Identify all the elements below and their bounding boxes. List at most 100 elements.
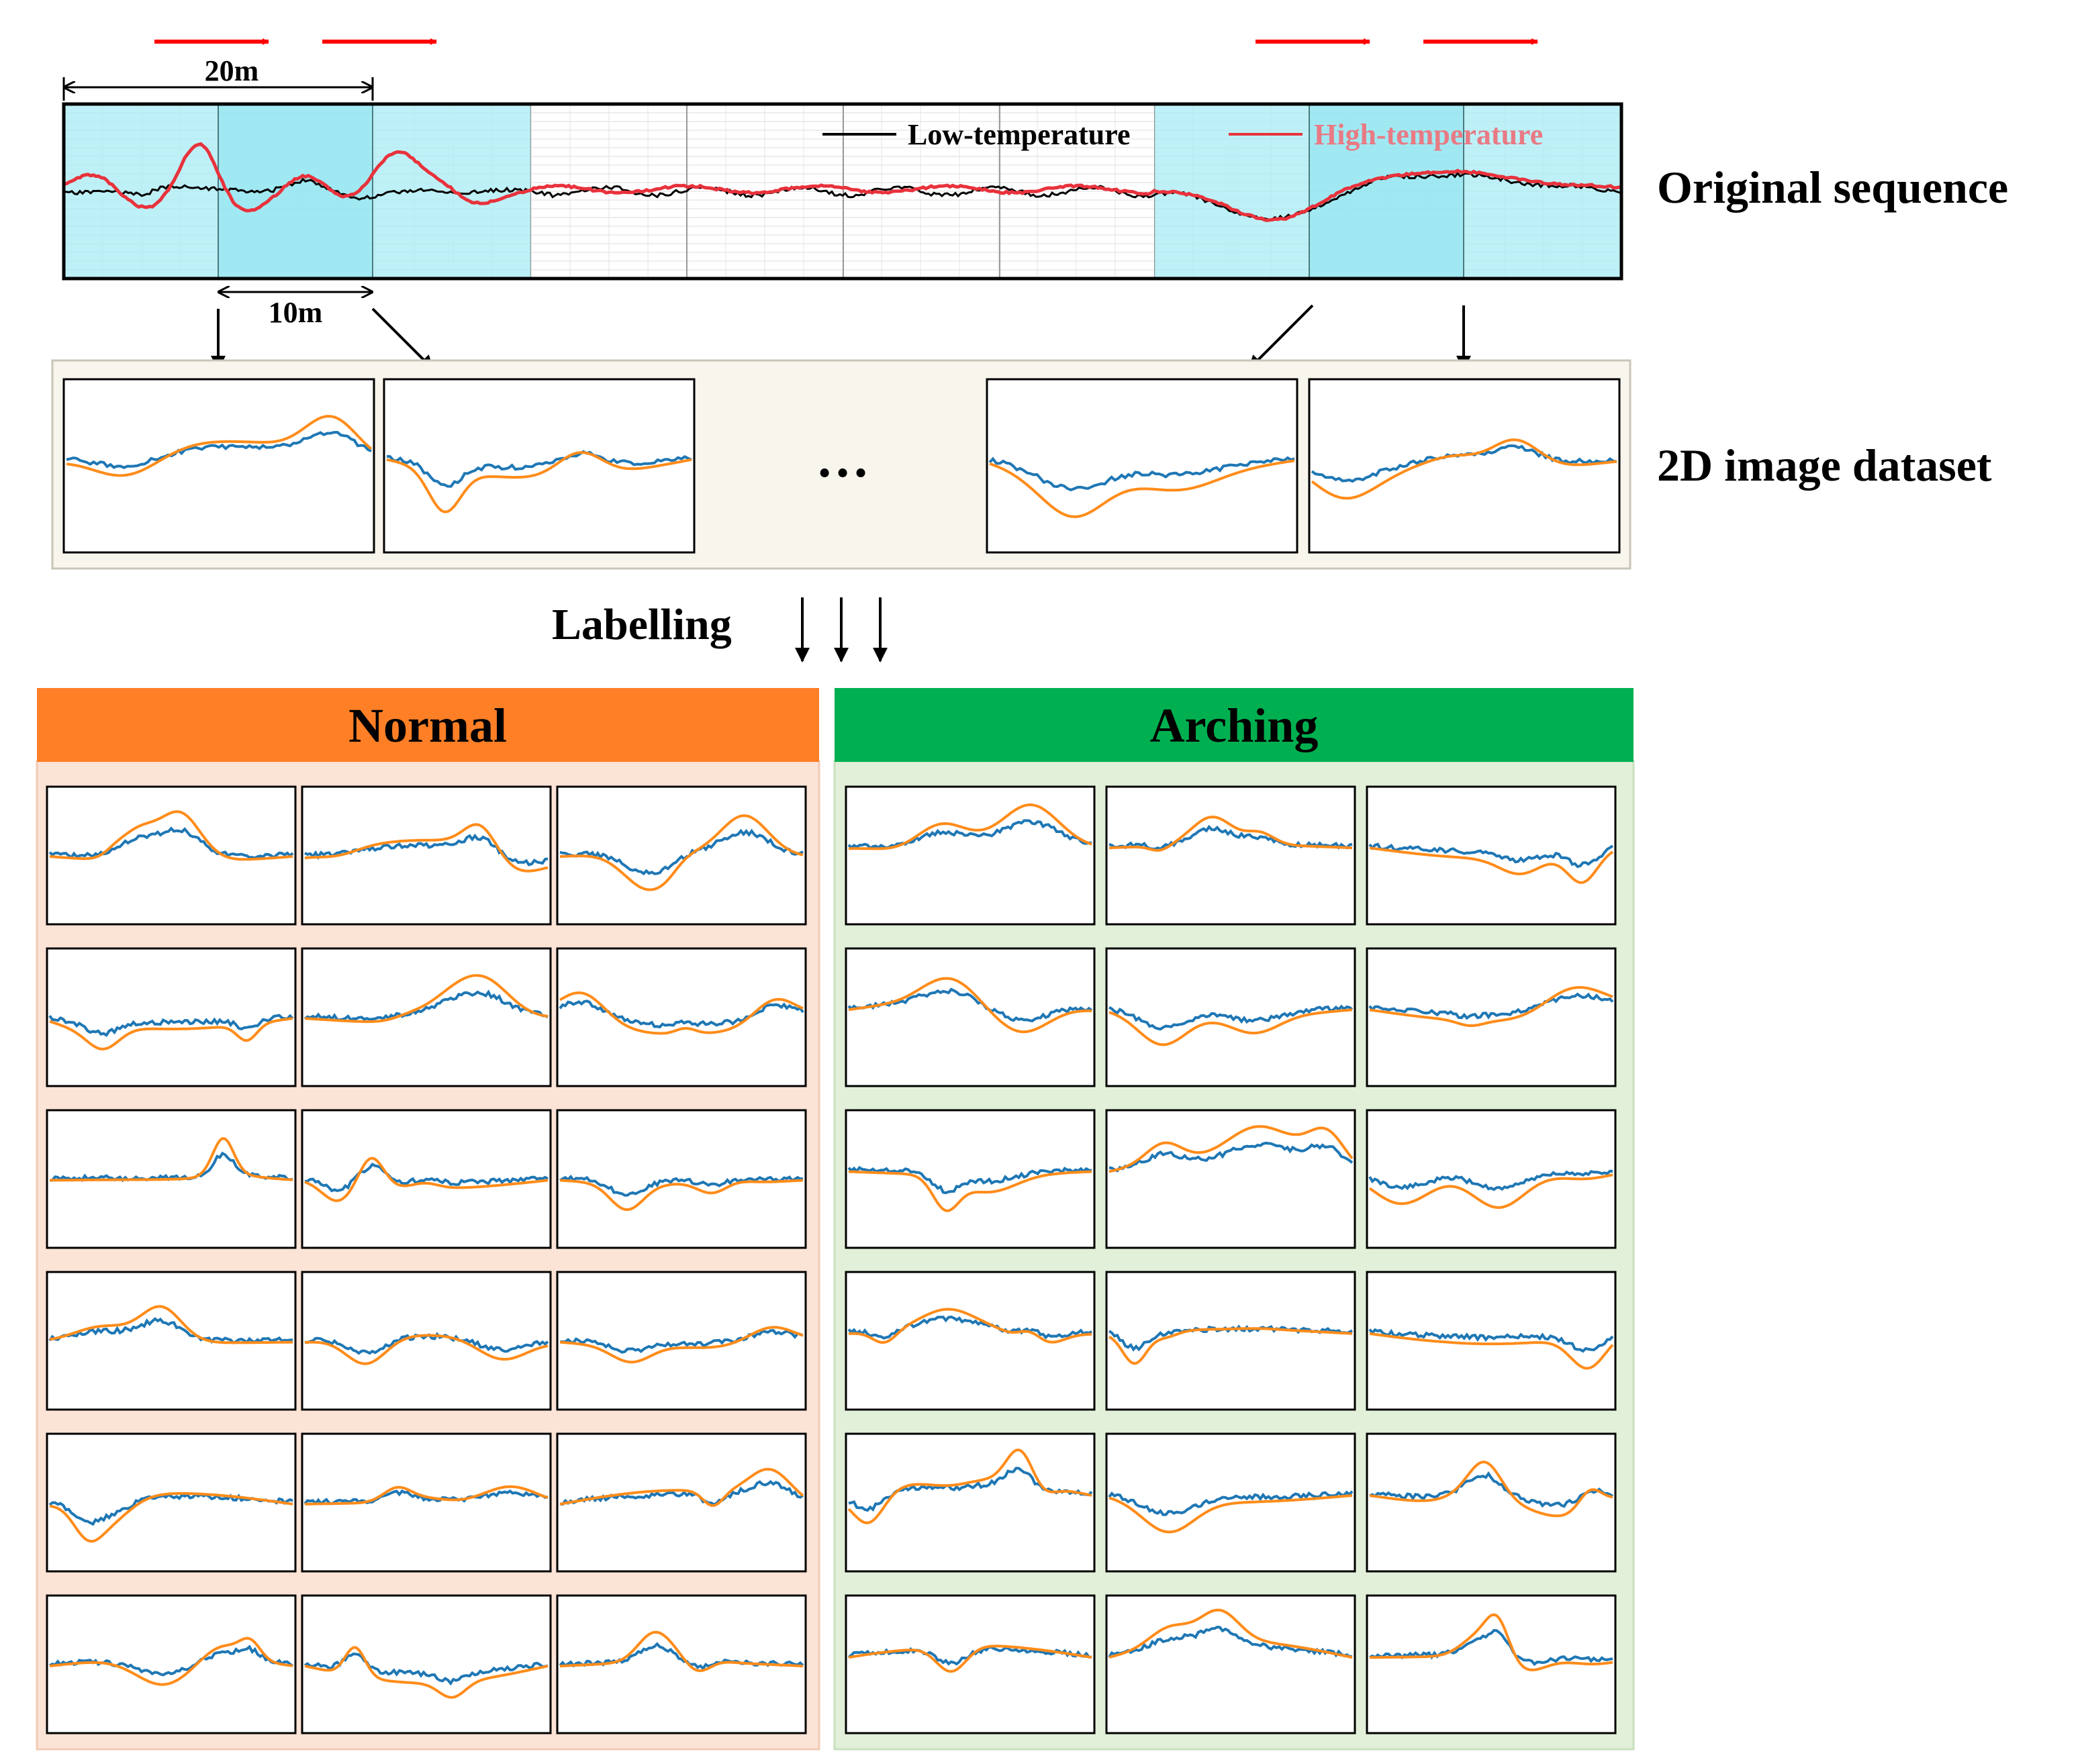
legend: Low-temperature High-temperature (822, 118, 1543, 151)
orange-series-line (559, 814, 804, 891)
blue-series-line (559, 1174, 804, 1197)
arching-sample-tile (845, 1271, 1096, 1411)
orange-series-line (304, 1157, 549, 1202)
blue-series-line (847, 987, 1093, 1023)
distance-10-label: 10m (269, 296, 323, 329)
normal-tiles (46, 785, 807, 1734)
window-overlap (1309, 104, 1464, 279)
normal-title: Normal (348, 699, 507, 752)
orange-series-line (849, 803, 1092, 850)
blue-series-line (66, 430, 372, 469)
orange-series-line (1369, 1460, 1613, 1518)
blue-series-line (847, 1315, 1092, 1340)
orange-series-line (49, 1136, 293, 1182)
dataset-image-tile (1308, 378, 1621, 554)
orange-series-line (304, 1646, 549, 1699)
blue-series-line (559, 1329, 804, 1354)
blue-series-line (48, 826, 294, 860)
arching-sample-tile (1366, 1594, 1617, 1734)
image-dataset-label: 2D image dataset (1657, 440, 1992, 491)
blue-series-line (988, 456, 1295, 492)
arching-sample-tile (1366, 1432, 1617, 1573)
blue-series-line (48, 1014, 294, 1038)
dataset-image-tile (986, 378, 1298, 554)
orange-series-line (49, 1636, 293, 1686)
arching-title: Arching (1150, 699, 1319, 752)
orange-series-line (989, 459, 1295, 518)
orange-series-line (1311, 438, 1617, 500)
blue-series-line (49, 1151, 293, 1183)
orange-series-line (848, 1308, 1092, 1344)
arching-background (833, 760, 1635, 1751)
normal-sample-tile (301, 1594, 552, 1734)
blue-series-line (303, 1652, 549, 1686)
blue-series-line (49, 1645, 294, 1677)
blue-series-line (1369, 1628, 1613, 1667)
blue-series-line (304, 1163, 549, 1193)
arching-group: Arching (833, 688, 1635, 1751)
normal-group: Normal (36, 688, 820, 1751)
normal-sample-tile (301, 1432, 552, 1573)
arching-sample-tile (1366, 947, 1617, 1087)
orange-series-line (1369, 846, 1614, 884)
normal-sample-tile (46, 1594, 297, 1734)
labelling-step: Labelling (552, 597, 888, 663)
blue-series-line (303, 989, 549, 1022)
blue-series-line (1108, 1004, 1354, 1031)
normal-sample-tile (46, 785, 297, 926)
orange-series-line (1108, 1008, 1353, 1046)
arching-sample-tile (1105, 1109, 1356, 1249)
orange-series-line (847, 1448, 1092, 1524)
arching-sample-tile (1105, 1594, 1356, 1734)
normal-sample-tile (46, 1109, 297, 1249)
dimension-20m: 20m (62, 54, 374, 101)
orange-series-line (1370, 1613, 1613, 1671)
blue-series-line (1108, 1141, 1354, 1173)
arching-sample-tile (845, 785, 1096, 926)
low-temperature-line (63, 171, 1622, 222)
arching-sample-tile (1105, 1271, 1356, 1411)
legend-high-label: High-temperature (1314, 118, 1543, 151)
mapping-arrow (371, 307, 434, 371)
orange-series-line (559, 1467, 804, 1508)
orange-series-line (559, 1179, 804, 1212)
blue-series-line (1368, 1328, 1614, 1353)
blue-series-line (848, 1467, 1093, 1512)
arching-header (835, 688, 1634, 762)
normal-header (37, 688, 819, 762)
orange-series-line (848, 1170, 1092, 1212)
blue-series-line (1369, 1471, 1614, 1508)
orange-series-line (1108, 1608, 1353, 1659)
blue-series-line (1368, 1169, 1613, 1191)
original-sequence-label: Original sequence (1657, 162, 2008, 213)
orange-series-line (304, 974, 549, 1024)
blue-series-line (559, 999, 804, 1029)
arching-sample-tile (845, 1432, 1096, 1573)
blue-series-line (1368, 842, 1614, 869)
normal-sample-tile (46, 1271, 297, 1411)
orange-series-line (1369, 1332, 1614, 1370)
orange-series-line (304, 1485, 549, 1506)
orange-series-line (1369, 985, 1613, 1027)
orange-series-line (559, 1326, 804, 1364)
mapping-arrow (1247, 304, 1314, 371)
orange-series-line (49, 1491, 293, 1543)
orange-series-line (1368, 1173, 1613, 1210)
normal-sample-tile (556, 785, 807, 926)
orange-series-line (304, 1334, 549, 1365)
orange-series-line (304, 823, 549, 873)
legend-low-label: Low-temperature (908, 118, 1131, 151)
image-dataset-panel: … (51, 359, 1631, 570)
normal-sample-tile (46, 1432, 297, 1573)
normal-sample-tile (301, 1271, 552, 1411)
labelling-label: Labelling (552, 600, 732, 649)
orange-series-line (49, 1017, 293, 1050)
orange-series-line (848, 1645, 1092, 1673)
arching-sample-tile (1105, 785, 1356, 926)
orange-series-line (1108, 816, 1353, 852)
arching-sample-tile (1366, 1109, 1617, 1249)
orange-series-line (559, 1630, 804, 1673)
arching-tiles (845, 785, 1617, 1734)
blue-series-line (386, 450, 692, 488)
